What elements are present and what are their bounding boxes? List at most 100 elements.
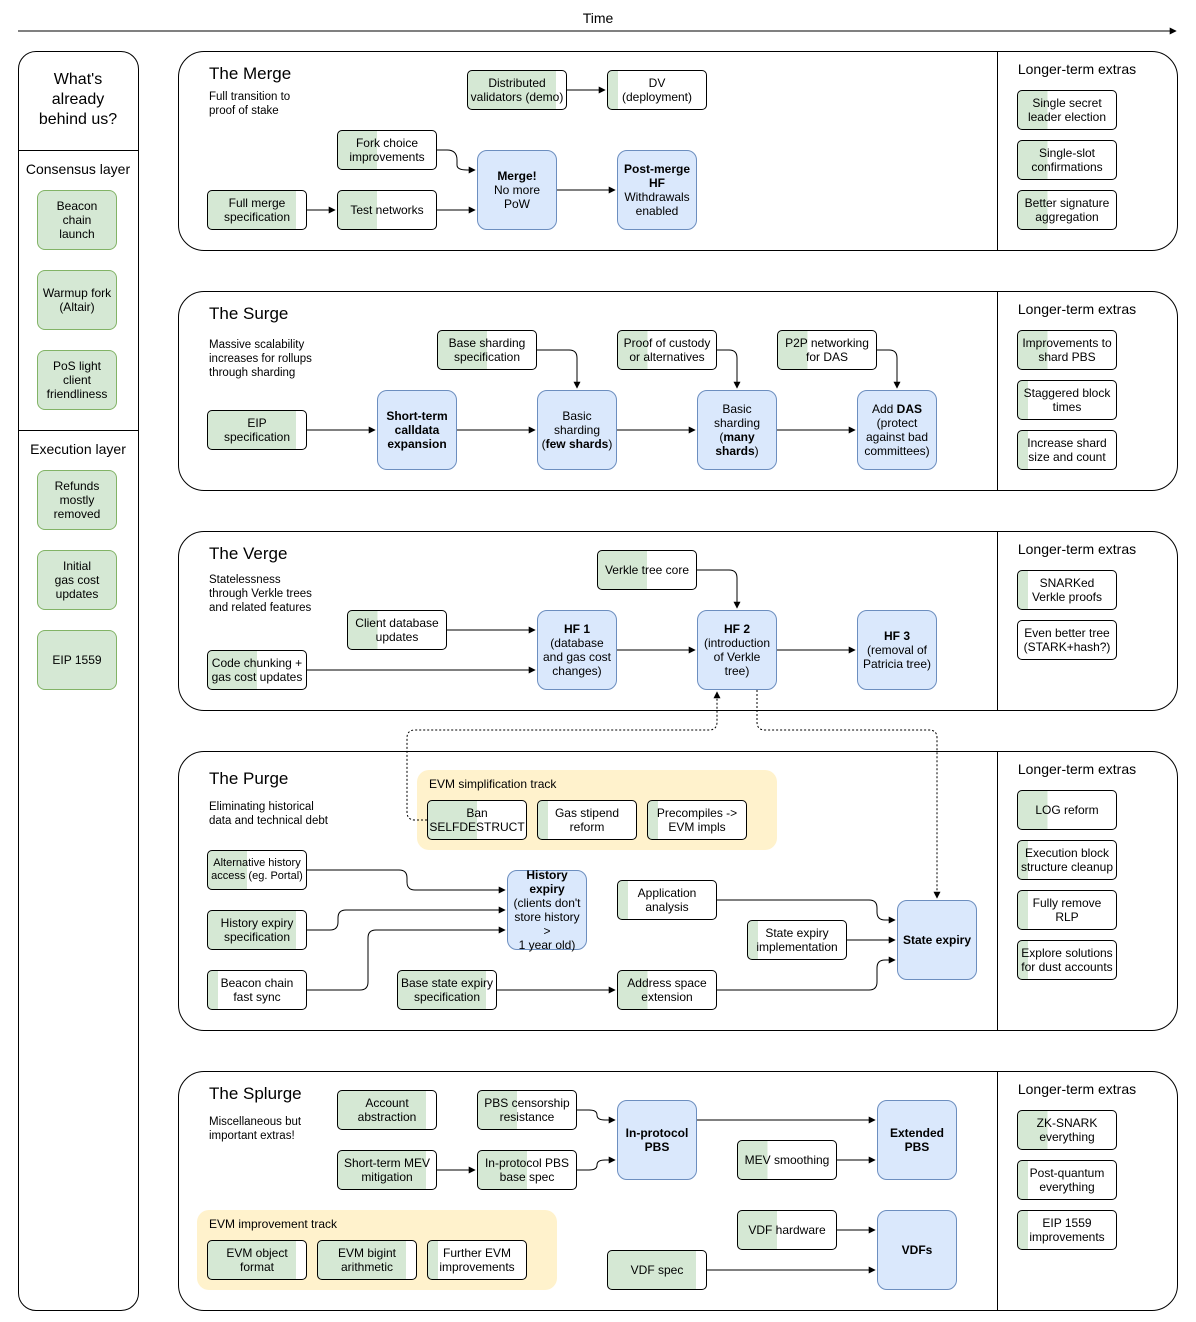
verge-extras-title: Longer-term extras xyxy=(1017,541,1137,557)
merge-extra-ssf: Single-slot confirmations xyxy=(1017,140,1117,180)
verge-hf1-bold: HF 1 xyxy=(563,622,590,636)
merge-merge-node: Merge!No more PoW xyxy=(477,150,557,230)
purge-extra-block-cleanup: Execution block structure cleanup xyxy=(1017,840,1117,880)
purge-extras-title: Longer-term extras xyxy=(1017,761,1137,777)
done-pos-light-client: PoS light client friendliness xyxy=(37,350,117,410)
surge-das-a: Add xyxy=(871,402,897,416)
purge-beacon-fast-sync: Beacon chain fast sync xyxy=(207,970,307,1010)
splurge-subtitle: Miscellaneous but important extras! xyxy=(209,1116,302,1142)
splurge-vdfs: VDFs xyxy=(877,1210,957,1290)
surge-extra-shard-size: Increase shard size and count xyxy=(1017,430,1117,470)
surge-many-b: many shards xyxy=(715,430,755,458)
verge-title: The Verge xyxy=(209,544,288,563)
merge-extras-divider xyxy=(997,51,998,251)
purge-alt-history-text: Alternative history access (eg. Portal) xyxy=(211,857,303,882)
merge-extra-ssle: Single secret leader election xyxy=(1017,90,1117,130)
splurge-pbs-censorship: PBS censorship resistance xyxy=(477,1090,577,1130)
surge-extras-title: Longer-term extras xyxy=(1017,301,1137,317)
surge-few-b: few shards xyxy=(545,437,609,451)
purge-application-analysis: Application analysis xyxy=(617,880,717,920)
purge-base-state-expiry-spec: Base state expiry specification xyxy=(397,970,497,1010)
surge-subtitle: Massive scalability increases for rollup… xyxy=(209,339,312,379)
merge-merge-rest: No more PoW xyxy=(493,183,540,211)
purge-address-space: Address space extension xyxy=(617,970,717,1010)
verge-extras-divider xyxy=(997,531,998,711)
merge-dv-demo: Distributed validators (demo) xyxy=(467,70,567,110)
verge-hf1-rest: (database and gas cost changes) xyxy=(542,636,612,678)
history-divider-top xyxy=(18,150,138,151)
purge-alt-history: Alternative history access (eg. Portal) xyxy=(207,850,307,890)
splurge-account-abstraction: Account abstraction xyxy=(337,1090,437,1130)
merge-extras-title: Longer-term extras xyxy=(1017,61,1137,77)
surge-basic-sharding-many: Basic sharding (many shards) xyxy=(697,390,777,470)
purge-extra-log-reform: LOG reform xyxy=(1017,790,1117,830)
splurge-extended-pbs: Extended PBS xyxy=(877,1100,957,1180)
surge-proof-of-custody: Proof of custody or alternatives xyxy=(617,330,717,370)
splurge-extras-divider xyxy=(997,1071,998,1311)
done-eip-1559: EIP 1559 xyxy=(37,630,117,690)
verge-client-db: Client database updates xyxy=(347,610,447,650)
verge-extra-better-tree: Even better tree (STARK+hash?) xyxy=(1017,620,1117,660)
surge-panel xyxy=(178,291,1178,491)
verge-subtitle: Statelessness through Verkle trees and r… xyxy=(209,574,312,614)
verge-verkle-core: Verkle tree core xyxy=(597,550,697,590)
purge-state-expiry: State expiry xyxy=(897,900,977,980)
surge-das-c: (protect against bad committees) xyxy=(864,416,930,458)
purge-state-expiry-impl: State expiry implementation xyxy=(747,920,847,960)
verge-hf2-rest: (introduction of Verkle tree) xyxy=(703,636,771,678)
verge-hf3-rest: (removal of Patricia tree) xyxy=(862,643,932,671)
purge-track-label: EVM simplification track xyxy=(429,777,557,791)
splurge-evm-bigint: EVM bigint arithmetic xyxy=(317,1240,417,1280)
surge-das-b: DAS xyxy=(896,402,923,416)
surge-extra-shard-pbs: Improvements to shard PBS xyxy=(1017,330,1117,370)
execution-layer-label: Execution layer xyxy=(30,441,126,457)
merge-extra-sig-agg: Better signature aggregation xyxy=(1017,190,1117,230)
merge-dv-deployment: DV (deployment) xyxy=(607,70,707,110)
purge-subtitle: Eliminating historical data and technica… xyxy=(209,801,328,827)
purge-extra-remove-rlp: Fully remove RLP xyxy=(1017,890,1117,930)
surge-few-a: Basic sharding ( xyxy=(541,409,600,451)
merge-postmerge-bold: Post-merge HF xyxy=(623,162,691,190)
splurge-further-evm: Further EVM improvements xyxy=(427,1240,527,1280)
splurge-mev-smoothing: MEV smoothing xyxy=(737,1140,837,1180)
surge-basic-sharding-few: Basic sharding (few shards) xyxy=(537,390,617,470)
splurge-evm-object-format: EVM object format xyxy=(207,1240,307,1280)
surge-few-c: ) xyxy=(608,437,613,451)
splurge-vdf-hardware: VDF hardware xyxy=(737,1210,837,1250)
splurge-short-term-mev: Short-term MEV mitigation xyxy=(337,1150,437,1190)
verge-hf2: HF 2(introduction of Verkle tree) xyxy=(697,610,777,690)
surge-extra-staggered: Staggered block times xyxy=(1017,380,1117,420)
done-gas-cost-updates: Initial gas cost updates xyxy=(37,550,117,610)
purge-title: The Purge xyxy=(209,769,289,788)
splurge-extras-title: Longer-term extras xyxy=(1017,1081,1137,1097)
purge-extras-divider xyxy=(997,751,998,1031)
merge-subtitle: Full transition to proof of stake xyxy=(209,91,291,117)
done-beacon-chain-launch: Beacon chain launch xyxy=(37,190,117,250)
surge-add-das: Add DAS (protect against bad committees) xyxy=(857,390,937,470)
verge-code-chunking: Code chunking + gas cost updates xyxy=(207,650,307,690)
history-title: What's already behind us? xyxy=(38,71,118,128)
verge-extra-snarked-verkle: SNARKed Verkle proofs xyxy=(1017,570,1117,610)
purge-ban-selfdestruct: Ban SELFDESTRUCT xyxy=(427,800,527,840)
purge-history-expiry: History expiry(clients don't store histo… xyxy=(507,868,587,952)
merge-postmerge-rest: Withdrawals enabled xyxy=(624,190,690,218)
purge-hist-rest: (clients don't store history > 1 year ol… xyxy=(513,896,581,952)
verge-hf3-bold: HF 3 xyxy=(883,629,910,643)
surge-extras-divider xyxy=(997,291,998,491)
purge-history-expiry-spec: History expiry specification xyxy=(207,910,307,950)
splurge-inprotocol-pbs-spec: In-protocol PBS base spec xyxy=(477,1150,577,1190)
time-label: Time xyxy=(582,10,614,26)
splurge-title: The Splurge xyxy=(209,1084,302,1103)
verge-hf1: HF 1(database and gas cost changes) xyxy=(537,610,617,690)
history-divider-mid xyxy=(18,430,138,431)
surge-calldata-expansion: Short-term calldata expansion xyxy=(377,390,457,470)
verge-hf2-bold: HF 2 xyxy=(723,622,750,636)
splurge-inprotocol-pbs: In-protocol PBS xyxy=(617,1100,697,1180)
surge-p2p-das: P2P networking for DAS xyxy=(777,330,877,370)
merge-fork-choice: Fork choice improvements xyxy=(337,130,437,170)
merge-test-networks: Test networks xyxy=(337,190,437,230)
surge-many-a: Basic sharding ( xyxy=(713,402,761,444)
splurge-extra-post-quantum: Post-quantum everything xyxy=(1017,1160,1117,1200)
surge-base-sharding-spec: Base sharding specification xyxy=(437,330,537,370)
